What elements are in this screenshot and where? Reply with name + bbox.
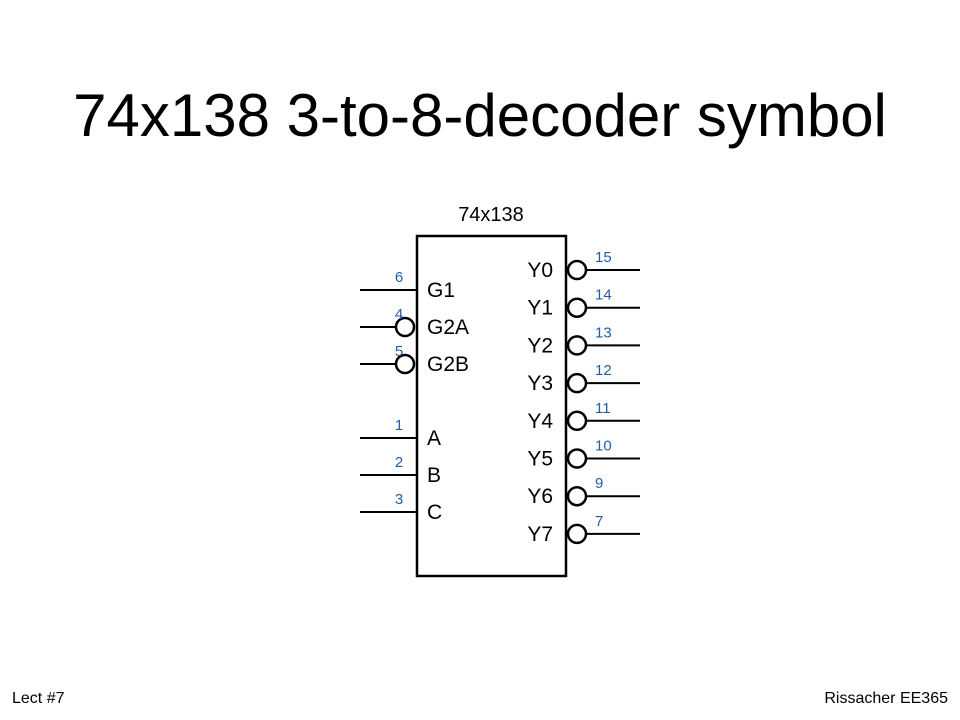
pin-label: Y4	[527, 410, 553, 433]
pin-number: 4	[395, 306, 403, 323]
pin-number: 3	[395, 491, 403, 508]
pin-number: 10	[595, 438, 612, 455]
footer-lecture: Lect #7	[12, 690, 65, 707]
pin-label: Y6	[527, 485, 553, 508]
chip-body	[415, 234, 568, 578]
pin-label: G2A	[427, 316, 469, 339]
inversion-bubble	[566, 372, 588, 394]
pin-label: Y0	[527, 259, 553, 282]
pin-number: 11	[595, 400, 611, 417]
pin-label: A	[427, 427, 441, 450]
pin-label: Y3	[527, 372, 553, 395]
inversion-bubble	[566, 523, 588, 545]
pin-label: C	[427, 501, 442, 524]
inversion-bubble	[566, 410, 588, 432]
pin-label: Y5	[527, 448, 553, 471]
pin-label: B	[427, 464, 441, 487]
slide-title: 74x138 3-to-8-decoder symbol	[73, 82, 887, 149]
pin-number: 5	[395, 343, 403, 360]
pin-label: Y2	[527, 334, 553, 357]
inversion-bubble	[394, 353, 416, 375]
output-pin-y6: 9Y6	[527, 475, 640, 508]
footer-course: Rissacher EE365	[824, 690, 948, 707]
pin-number: 7	[595, 513, 603, 530]
pin-number: 2	[395, 454, 403, 471]
pin-label: Y1	[527, 297, 553, 320]
pin-number: 9	[595, 475, 603, 492]
pin-number: 12	[595, 362, 612, 379]
pin-number: 6	[395, 269, 403, 286]
input-pin-a: 1A	[360, 417, 441, 450]
pin-label: G1	[427, 279, 455, 302]
pin-label: G2B	[427, 353, 469, 376]
input-pin-b: 2B	[360, 454, 441, 487]
pin-number: 14	[595, 287, 612, 304]
inversion-bubble	[566, 335, 588, 356]
chip-name: 74x138	[458, 204, 524, 226]
pin-label: Y7	[527, 523, 553, 546]
inversion-bubble	[566, 485, 588, 507]
pin-number: 1	[395, 417, 403, 434]
output-pin-y7: 7Y7	[527, 513, 640, 546]
input-pin-g1: 6G1	[360, 269, 455, 302]
pin-number: 15	[595, 249, 612, 266]
input-pin-c: 3C	[360, 491, 442, 524]
inversion-bubble	[566, 259, 588, 281]
inversion-bubble	[566, 297, 588, 318]
inversion-bubble	[394, 316, 416, 338]
inversion-bubble	[566, 448, 588, 469]
pin-number: 13	[595, 324, 612, 341]
